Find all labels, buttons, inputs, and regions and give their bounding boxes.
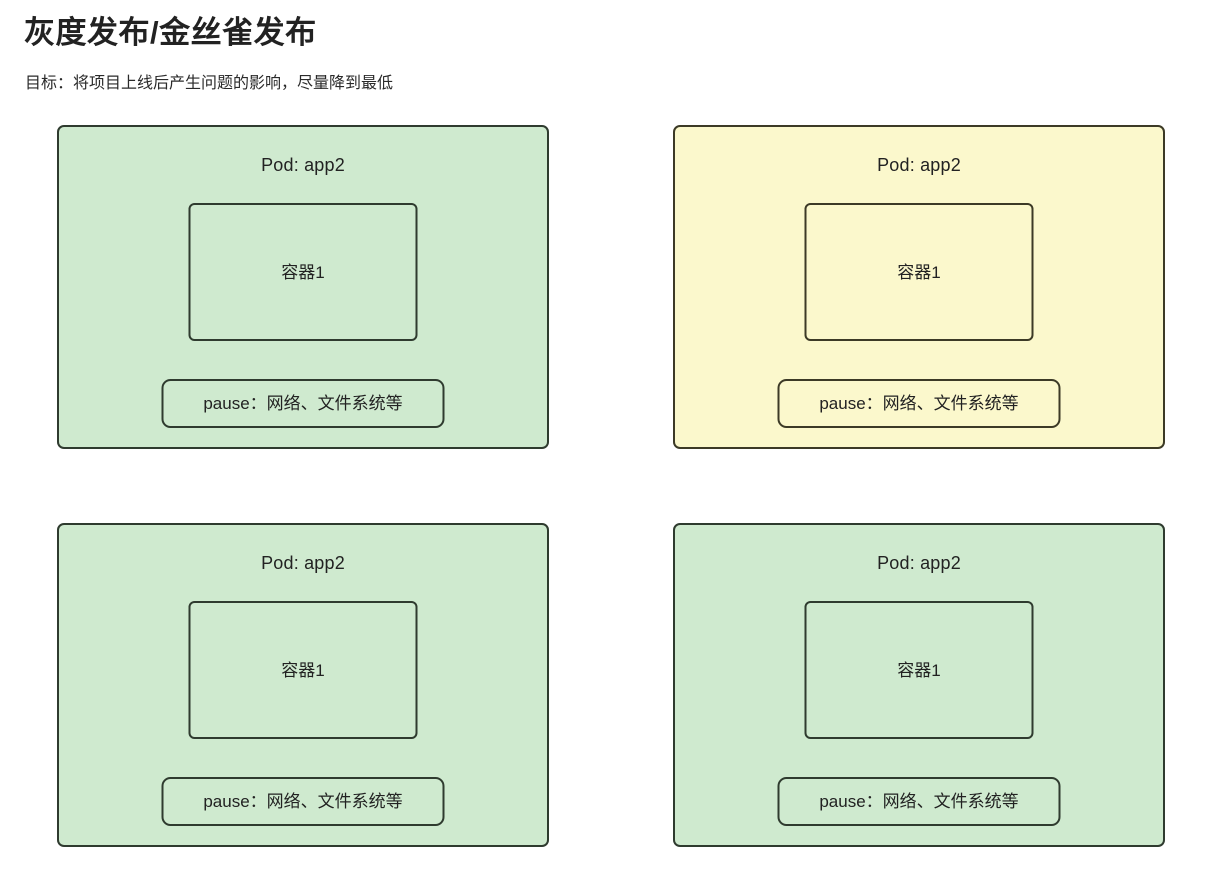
- container-label: 容器1: [281, 262, 325, 282]
- pod-label: Pod: app2: [877, 553, 961, 573]
- pause-label: pause：网络、文件系统等: [203, 792, 403, 811]
- pod-top-left: Pod: app2 容器1 pause：网络、文件系统等: [57, 125, 549, 449]
- page-subtitle: 目标：将项目上线后产生问题的影响，尽量降到最低: [25, 75, 394, 92]
- container-label: 容器1: [897, 660, 941, 680]
- container-box: 容器1: [804, 203, 1034, 341]
- container-box: 容器1: [188, 601, 418, 739]
- pod-label: Pod: app2: [261, 553, 345, 573]
- pause-label: pause：网络、文件系统等: [203, 394, 403, 413]
- pause-box: pause：网络、文件系统等: [161, 379, 445, 428]
- page-title: 灰度发布/金丝雀发布: [24, 15, 317, 50]
- pod-label: Pod: app2: [261, 155, 345, 175]
- pause-box: pause：网络、文件系统等: [777, 379, 1061, 428]
- container-box: 容器1: [188, 203, 418, 341]
- pod-label: Pod: app2: [877, 155, 961, 175]
- container-label: 容器1: [897, 262, 941, 282]
- pod-bottom-right: Pod: app2 容器1 pause：网络、文件系统等: [673, 523, 1165, 847]
- pod-top-right: Pod: app2 容器1 pause：网络、文件系统等: [673, 125, 1165, 449]
- pause-label: pause：网络、文件系统等: [819, 394, 1019, 413]
- pause-box: pause：网络、文件系统等: [777, 777, 1061, 826]
- container-box: 容器1: [804, 601, 1034, 739]
- pod-bottom-left: Pod: app2 容器1 pause：网络、文件系统等: [57, 523, 549, 847]
- pause-label: pause：网络、文件系统等: [819, 792, 1019, 811]
- container-label: 容器1: [281, 660, 325, 680]
- pause-box: pause：网络、文件系统等: [161, 777, 445, 826]
